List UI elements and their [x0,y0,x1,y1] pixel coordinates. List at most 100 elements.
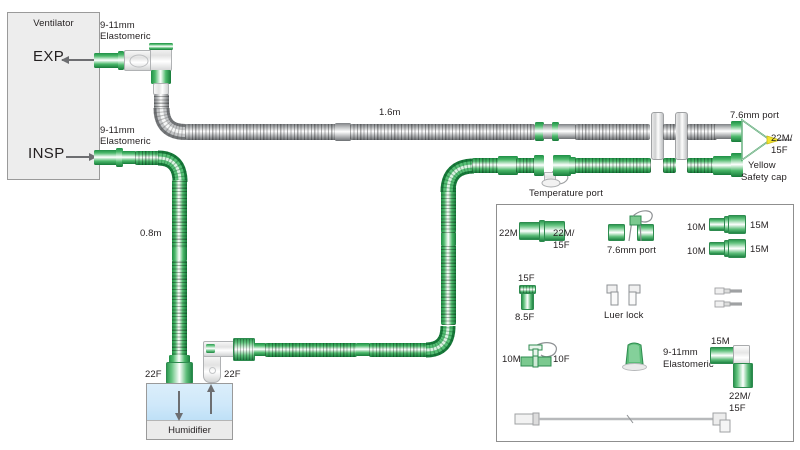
insp-elastomeric-label-line1: 9-11mm [100,125,135,136]
exp-elastomeric-label-line1: 9-11mm [100,20,135,31]
insp-green-tube-bottom-b [369,343,431,357]
insp-green-tube-horizontal-start [135,151,160,165]
insp-green-tube-bend-topright [440,158,475,193]
humidifier-inlet-cuff-22f [166,362,193,384]
humidifier-outlet-elbow-detail-icon [209,367,216,374]
insp-green-between-collars [663,158,676,173]
insp-elastomeric-label-line2: Elastomeric [100,136,151,147]
exp-grey-between-collars [663,124,676,140]
exp-elbow-green-collar-top [149,43,173,50]
ventilator-title: Ventilator [33,18,74,29]
insp-green-tube-vertical-a [172,180,187,250]
insp-cuff-short [122,151,136,164]
exp-grey-sleeve [558,124,576,139]
insp-green-tube-vertical-right-a [441,186,456,233]
insp-green-tube-vertical-b [172,260,187,358]
legend-reducer-bottom-label: 8.5F [515,312,535,323]
ventilator-port-exp-label: EXP [33,48,65,65]
legend-straight-left-label: 22M [499,228,518,239]
legend-76mm-body-left [608,224,625,241]
insp-bottom-cuff-start [254,343,266,356]
safety-cap-label-line2: Safety cap [741,172,787,183]
legend-luer-lock-caption: Luer lock [604,310,644,321]
insp-green-flange-end [731,153,743,177]
legend-adapter1-left-label: 10M [687,222,706,233]
legend-reducer-top-label: 15F [518,273,535,284]
wye-size-label-line1: 22M/ [771,133,793,144]
insp-elastomeric-flange [116,148,123,167]
legend-elastomeric-plug-icon [622,342,647,371]
insp-green-cuff-upper-1 [498,156,518,175]
legend-adapter1-body-b [728,215,746,234]
exp-elastomeric-flange [118,51,124,70]
legend-elbow-bottom-label-line2: 15F [729,403,746,414]
length-horizontal-label: 1.6m [379,107,401,118]
exp-green-collar-1 [535,122,544,141]
legend-elastomeric-caption-line1: 9-11mm [663,347,698,358]
legend-valve-left-label: 10M [502,354,521,365]
insp-green-tube-upper-b [516,158,536,173]
insp-green-tube-vertical-right-b [441,245,456,325]
wye-connector-icon [741,118,792,162]
legend-elbow-bottom-label-line1: 22M/ [729,391,751,402]
insp-green-tube-upper-a [472,158,500,173]
length-vertical-label: 0.8m [140,228,162,239]
temperature-port-collar-left [534,155,544,176]
insp-right-midjoint [441,232,456,246]
exp-green-cuff-end [731,121,743,142]
exp-elastomeric-cuff [94,53,120,68]
insp-green-tube-bottom-a [265,343,357,357]
exp-flow-arrow-icon [61,55,94,64]
insp-elastomeric-cuff [94,150,118,165]
legend-76mm-cap-icon [628,210,653,242]
legend-luer-lock-icon [606,284,641,306]
humidifier-inlet-collar [169,355,190,363]
legend-elbow-top-label: 15M [711,336,730,347]
exp-grey-tube-horizontal-d [687,124,717,140]
humidifier-outlet-label: 22F [224,369,241,380]
humidifier-label: Humidifier [168,425,211,436]
legend-straight-body-b [544,221,565,241]
humidifier-chamber: Humidifier [146,383,233,440]
humidifier-inflow-arrow-icon [174,391,183,421]
temperature-port-label: Temperature port [529,188,603,199]
legend-straight-right-label-line1: 22M/ [553,228,575,239]
insp-green-tube-upper-d [687,158,715,173]
wye-size-label-line2: 15F [771,145,788,156]
safety-cap-label-line1: Yellow [748,160,776,171]
legend-elbow-arm-vertical [733,363,753,388]
legend-straight-right-label-line2: 15F [553,240,570,251]
insp-green-tube-upper-c [575,158,651,173]
insp-green-tube-bend-bottom [425,325,456,358]
temperature-port-flange [569,157,576,174]
legend-adapter2-right-label: 15M [750,244,769,255]
exp-grey-tube-horizontal-a [185,124,337,140]
insp-bottom-midjoint [356,343,370,356]
humidifier-base [147,420,232,439]
insp-green-tube-bend-top [157,150,188,183]
legend-straight-body-a [519,222,541,240]
exp-grey-midjoint [335,123,351,141]
legend-reducer-body [521,293,534,310]
humidifier-inlet-label: 22F [145,369,162,380]
exp-grey-tube-bend [153,107,186,140]
exp-connector-detail-icon [129,54,149,68]
legend-small-connector-pair-icon [714,287,742,308]
legend-elastomeric-caption-line2: Elastomeric [663,359,714,370]
ventilator-box [7,12,100,180]
legend-adapter1-right-label: 15M [750,220,769,231]
exp-elbow-green-collar-bottom [151,70,171,84]
insp-flow-arrow-icon [66,152,97,161]
legend-76mm-caption: 7.6mm port [607,245,657,256]
humidifier-outflow-arrow-icon [206,384,215,414]
legend-adapter2-left-label: 10M [687,246,706,257]
humidifier-water [147,384,232,422]
insp-green-cuff-end [713,156,733,175]
insp-green-midjoint-v [172,248,187,261]
legend-pressure-line-icon [514,412,731,433]
exp-grey-collar-1 [543,124,553,139]
temperature-port-collar-right [553,155,571,176]
humidifier-outlet-green-tab [206,344,215,353]
legend-valve-icon [520,342,557,368]
